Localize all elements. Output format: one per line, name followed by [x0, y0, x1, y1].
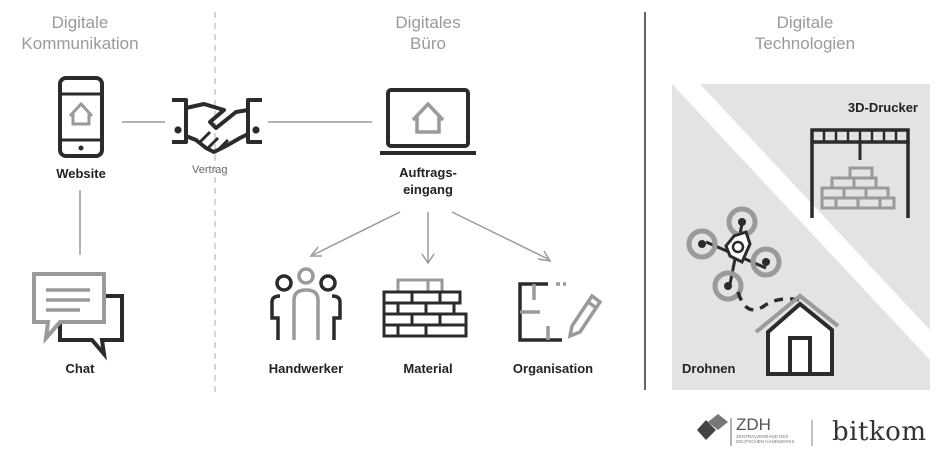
section-header-technologien: Digitale Technologien — [735, 12, 875, 54]
section-header-buero: Digitales Büro — [358, 12, 498, 54]
label-3d-drucker: 3D-Drucker — [847, 100, 918, 115]
label-chat: Chat — [65, 361, 95, 376]
label-line: Auftrags- — [399, 165, 457, 180]
section-header-line: Digitale — [51, 13, 109, 32]
section-header-line: Digitales — [395, 13, 461, 32]
zdh-logo-text: ZDH ZENTRALVERBAND DES DEUTSCHEN HANDWER… — [736, 415, 795, 445]
section-header-line: Büro — [410, 34, 446, 53]
people-icon — [270, 267, 342, 340]
zdh-subline: DEUTSCHEN HANDWERKS — [736, 439, 795, 444]
floorplan-pen-icon — [518, 282, 603, 342]
section-header-line: Digitale — [776, 13, 834, 32]
section-header-line: Kommunikation — [21, 34, 139, 53]
label-website: Website — [56, 166, 106, 181]
zdh-logo-icon — [697, 414, 732, 446]
house-icon — [754, 293, 840, 376]
zdh-subline: ZENTRALVERBAND DES — [736, 434, 789, 439]
arrows-auftrag — [309, 211, 552, 265]
label-handwerker: Handwerker — [268, 361, 344, 376]
section-header-line: Technologien — [754, 34, 856, 53]
drone-delivery-path — [736, 291, 801, 312]
laptop-icon — [380, 88, 476, 155]
label-auftragseingang: Auftrags- eingang — [378, 164, 478, 198]
section-header-kommunikation: Digitale Kommunikation — [0, 12, 160, 54]
brick-wall-icon — [382, 278, 468, 338]
label-organisation: Organisation — [512, 361, 594, 376]
bitkom-logo-text: bitkom — [832, 417, 927, 447]
drone-icon — [686, 206, 782, 302]
label-drohnen: Drohnen — [682, 361, 736, 376]
zdh-wordmark: ZDH — [736, 415, 771, 434]
phone-icon — [58, 76, 104, 158]
label-vertrag: Vertrag — [192, 164, 228, 176]
handshake-icon — [172, 98, 262, 154]
3d-printer-icon — [810, 128, 910, 218]
label-line: eingang — [403, 182, 453, 197]
label-material: Material — [403, 361, 453, 376]
chat-icon — [32, 272, 124, 361]
